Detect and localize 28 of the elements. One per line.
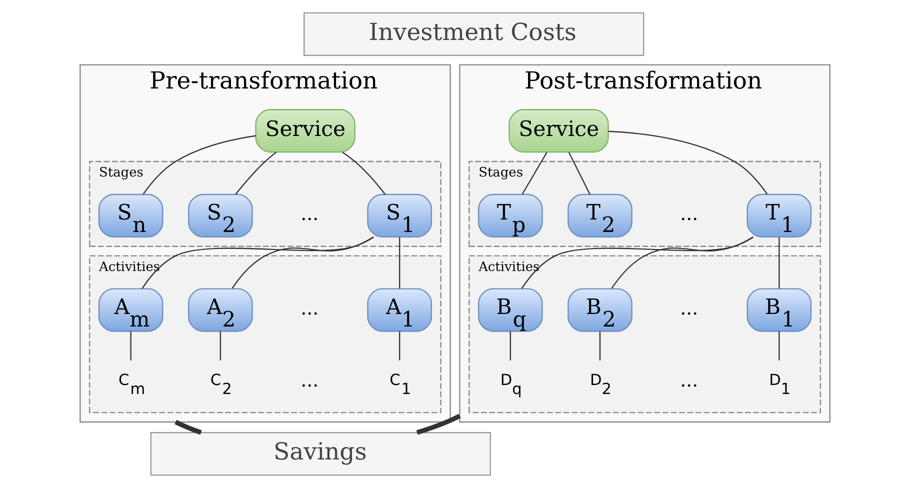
connector: [231, 236, 374, 289]
label: ...: [680, 369, 698, 392]
connector: [130, 331, 131, 360]
node-box: Investment Costs: [303, 12, 644, 56]
label: ...: [300, 369, 318, 392]
connector: [342, 152, 386, 195]
connector: [568, 152, 590, 195]
connector: [520, 236, 754, 289]
label: ...: [680, 203, 698, 226]
node-box: Service: [254, 109, 355, 153]
connector: [398, 331, 400, 360]
label: ...: [300, 203, 318, 226]
connector: [141, 236, 374, 289]
connector: [398, 237, 400, 288]
connector: [598, 331, 600, 360]
connector: [142, 135, 256, 194]
connector: [521, 152, 547, 195]
label: ...: [680, 297, 698, 320]
node-box: Savings: [150, 432, 490, 476]
connector: [778, 237, 780, 288]
connector: [219, 331, 220, 360]
node-box: Service: [508, 109, 608, 153]
connector: [778, 331, 780, 360]
connector: [610, 236, 753, 289]
connector: [509, 331, 510, 360]
connector: [234, 152, 276, 195]
connector: [608, 130, 768, 195]
label: ...: [300, 297, 318, 320]
